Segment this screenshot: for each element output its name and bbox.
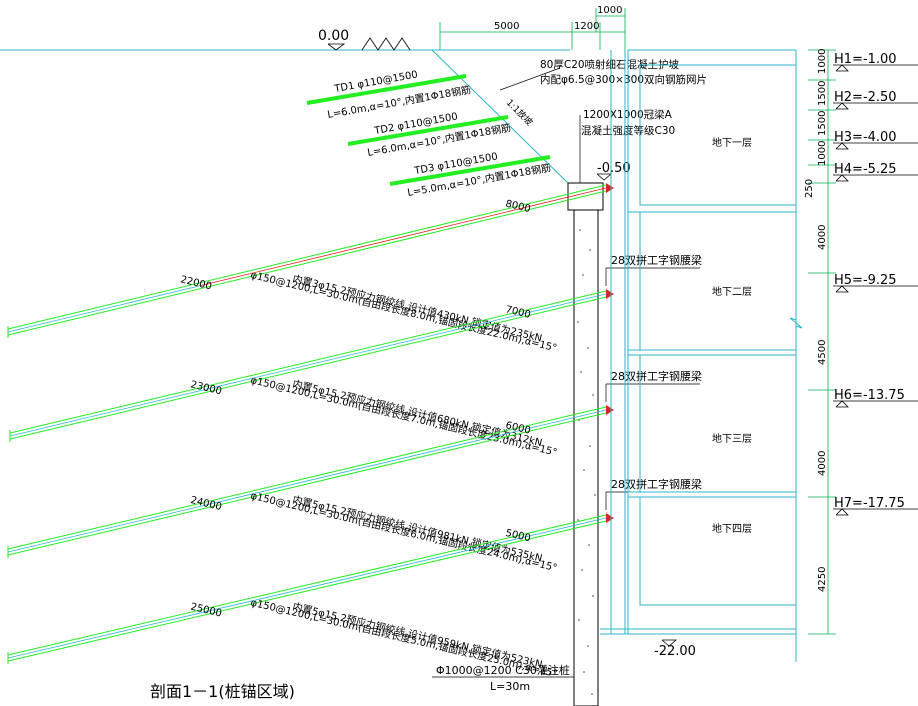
basement-structure — [600, 49, 803, 662]
anchor-3-lower — [7, 412, 607, 556]
side-dim-5: 250 — [804, 179, 815, 198]
anchor-2-tendon — [199, 293, 607, 392]
side-dim-9: 4250 — [817, 567, 828, 592]
anchor-4-head — [606, 513, 614, 523]
crown-beam-elev: -0.50 — [597, 161, 631, 176]
level-marker-2 — [835, 102, 849, 110]
side-dim-2: 1500 — [817, 81, 828, 106]
level-label-4: H4=-5.25 — [834, 162, 897, 177]
soil-nail-td3 — [389, 155, 551, 186]
soil-hatch — [361, 37, 411, 51]
level-marker-7 — [835, 508, 849, 516]
section-title: 剖面1－1(桩锚区域) — [150, 682, 295, 701]
floor-b3: 地下三层 — [712, 432, 752, 445]
anchor-1-bond — [7, 285, 201, 333]
ground-level-label: 0.00 — [318, 28, 349, 44]
waler-2-label: 28双拼工字钢腰梁 — [611, 253, 702, 267]
pile — [573, 209, 599, 706]
crown-elev-marker — [596, 173, 613, 181]
anchor-1-tendon — [199, 187, 607, 287]
dim-1200: 1200 — [574, 21, 599, 32]
level-marker-3 — [835, 142, 849, 150]
slope-note-line2: 内配φ6.5@300×300双向钢筋网片 — [540, 73, 707, 86]
side-dimension-lines — [808, 49, 836, 635]
pile-label-line2: L=30m — [490, 680, 530, 693]
level-marker-4 — [835, 174, 849, 182]
top-dimensions — [439, 8, 626, 50]
dim-5000: 5000 — [494, 21, 519, 32]
soil-nail-bars — [306, 74, 551, 186]
anchor-3-upper — [7, 406, 607, 550]
floor-b1: 地下一层 — [712, 136, 752, 149]
soil-nail-td2 — [347, 115, 509, 146]
level-label-3: H3=-4.00 — [834, 130, 897, 145]
anchor-2-bond — [9, 390, 201, 437]
level-label-6: H6=-13.75 — [834, 388, 905, 403]
soil-nail-td1 — [306, 74, 467, 105]
level-label-7: H7=-17.75 — [834, 496, 905, 511]
level-markers: H1=-1.00H2=-2.50H3=-4.00H4=-5.25H5=-9.25… — [833, 52, 918, 516]
anchor-3-bond — [7, 506, 201, 553]
floor-b2: 地下二层 — [712, 285, 752, 298]
level-label-1: H1=-1.00 — [834, 52, 897, 67]
side-dim-4: 1000 — [817, 141, 828, 166]
ground-level-marker: 0.00 — [318, 28, 349, 51]
side-dim-8: 4000 — [817, 451, 828, 476]
level-marker-1 — [835, 64, 849, 72]
anchor-1-upper — [7, 184, 607, 330]
anchor-1-lower — [7, 190, 607, 336]
dim-1000: 1000 — [597, 5, 622, 16]
slope-note-line1: 80厚C20喷射细石混凝土护坡 — [540, 58, 680, 71]
anchor-4-tendon — [199, 517, 607, 614]
bottom-elev: -22.00 — [654, 644, 696, 659]
pile-label-line1: Φ1000@1200 C30灌注桩 — [436, 663, 570, 677]
anchor-2-upper — [9, 290, 607, 434]
slope-leader — [499, 67, 561, 91]
anchor-4-upper — [7, 514, 607, 656]
level-marker-6 — [835, 400, 849, 408]
side-dim-1: 1000 — [817, 49, 828, 74]
anchor-2-head — [606, 289, 614, 299]
anchor-3-head — [606, 405, 614, 415]
side-dim-6: 4000 — [817, 225, 828, 250]
anchor-4-bond — [7, 612, 201, 659]
level-marker-5 — [835, 285, 849, 293]
waler-4-label: 28双拼工字钢腰梁 — [611, 477, 702, 491]
anchor-1-head — [606, 183, 614, 193]
ground-surface — [0, 49, 571, 186]
floor-b4: 地下四层 — [712, 522, 752, 535]
level-label-5: H5=-9.25 — [834, 273, 897, 288]
level-label-2: H2=-2.50 — [834, 90, 897, 105]
anchor-4-lower — [7, 520, 607, 662]
side-dim-7: 4500 — [817, 340, 828, 365]
anchor-2-lower — [9, 296, 607, 440]
side-dim-3: 1500 — [817, 111, 828, 136]
anchor-3-tendon — [199, 409, 607, 507]
bottom-elev-marker — [661, 639, 678, 647]
waler-3-label: 28双拼工字钢腰梁 — [611, 369, 702, 383]
